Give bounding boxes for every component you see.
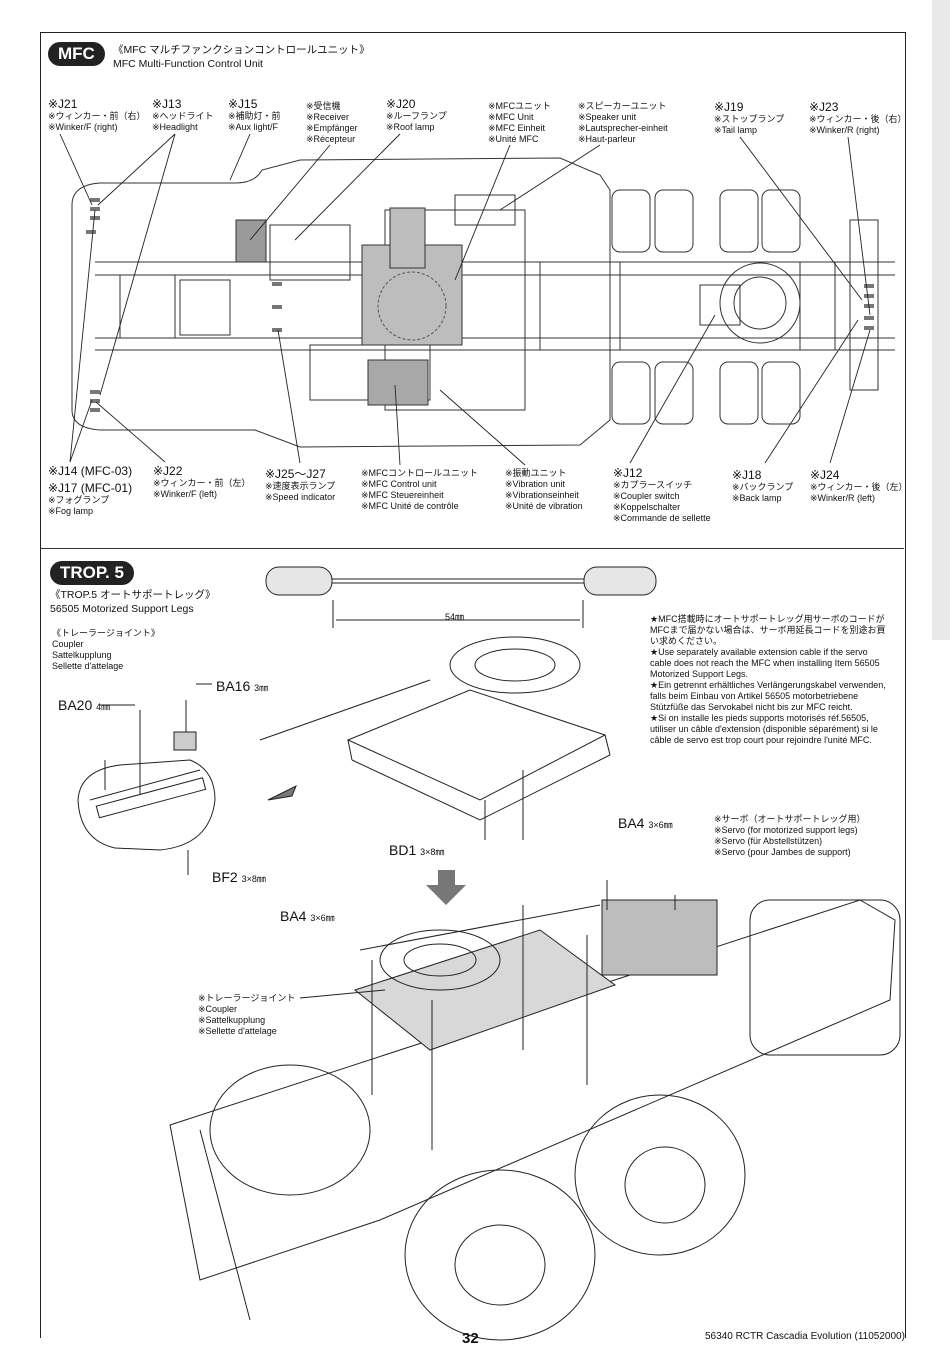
label-j25-j27: ※J25〜J27 ※速度表示ランプ ※Speed indicator (265, 467, 336, 502)
part-ba16: BA16 3㎜ (216, 678, 269, 694)
trop-title-en: 56505 Motorized Support Legs (50, 603, 194, 615)
mfc-badge: MFC (48, 42, 105, 66)
servo-label: ※サーボ（オートサポートレッグ用） ※Servo (for motorized … (714, 814, 866, 857)
extension-cable-note: ★MFC搭載時にオートサポートレッグ用サーボのコードがMFCまで届かない場合は、… (650, 614, 886, 745)
label-j13: ※J13 ※ヘッドライト ※Headlight (152, 97, 214, 132)
label-receiver: ※受信機 ※Receiver ※Empfänger ※Récepteur (306, 101, 358, 144)
label-j12: ※J12 ※カプラースイッチ ※Coupler switch ※Koppelsc… (613, 466, 711, 523)
part-bf2: BF2 3×8㎜ (212, 869, 266, 885)
section-divider (40, 548, 904, 549)
label-mfc-unit: ※MFCユニット ※MFC Unit ※MFC Einheit ※Unité M… (488, 101, 552, 144)
label-j22: ※J22 ※ウィンカー・前（左） ※Winker/F (left) (153, 464, 251, 499)
label-vibration-unit: ※振動ユニット ※Vibration unit ※Vibrationseinhe… (505, 468, 583, 511)
label-j19: ※J19 ※ストップランプ ※Tail lamp (714, 100, 785, 135)
page-frame (40, 32, 906, 1338)
trop-title-ja: 《TROP.5 オートサポートレッグ》 (50, 589, 216, 601)
mfc-title-en: MFC Multi-Function Control Unit (113, 58, 263, 70)
label-mfc-control-unit: ※MFCコントロールユニット ※MFC Control unit ※MFC St… (361, 468, 479, 511)
label-j24: ※J24 ※ウィンカー・後（左） ※Winker/R (left) (810, 468, 908, 503)
footer-model: 56340 RCTR Cascadia Evolution (11052000) (705, 1331, 905, 1342)
label-speaker-unit: ※スピーカーユニット ※Speaker unit ※Lautsprecher-e… (578, 101, 668, 144)
mfc-title-ja: 《MFC マルチファンクションコントロールユニット》 (113, 44, 370, 56)
rod-length-label: 54㎜ (445, 612, 465, 622)
page-edge-shadow (932, 0, 950, 640)
label-j21: ※J21 ※ウィンカー・前（右） ※Winker/F (right) (48, 97, 146, 132)
label-j23: ※J23 ※ウィンカー・後（右） ※Winker/R (right) (809, 100, 907, 135)
coupler-label: ※トレーラージョイント ※Coupler ※Sattelkupplung ※Se… (198, 993, 296, 1036)
label-j20: ※J20 ※ルーフランプ ※Roof lamp (386, 97, 447, 132)
part-bd1: BD1 3×8㎜ (389, 842, 445, 858)
part-ba4-left: BA4 3×6㎜ (280, 908, 335, 924)
label-j15: ※J15 ※補助灯・前 ※Aux light/F (228, 97, 281, 132)
label-j18: ※J18 ※バックランプ ※Back lamp (732, 468, 794, 503)
part-ba20: BA20 4㎜ (58, 697, 111, 713)
coupler-block: 《トレーラージョイント》 Coupler Sattelkupplung Sell… (52, 628, 160, 671)
label-j14: ※J14 (MFC-03) (48, 464, 133, 478)
trop-badge: TROP. 5 (50, 561, 134, 585)
page-number: 32 (462, 1330, 479, 1347)
part-ba4-top: BA4 3×6㎜ (618, 815, 673, 831)
label-j17: ※J17 (MFC-01) ※フォグランプ ※Fog lamp (48, 481, 133, 516)
